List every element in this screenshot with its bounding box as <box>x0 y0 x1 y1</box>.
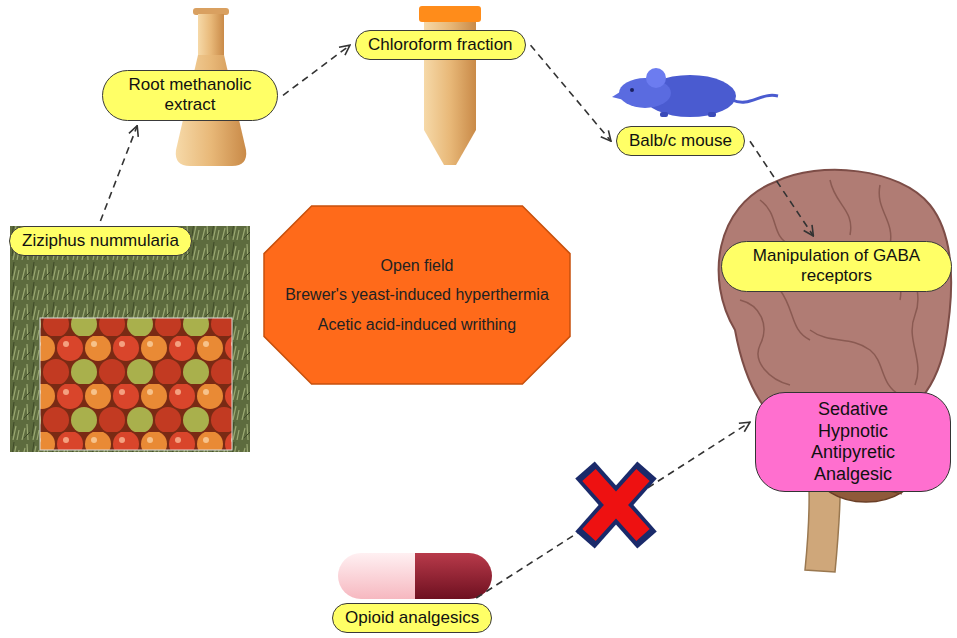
label-pill: Root methanolic extract <box>102 70 278 121</box>
label-pill: Balb/c mouse <box>616 126 745 156</box>
node-text: Opioid analgesics <box>345 608 479 628</box>
label-pill: Manipulation of GABA receptors <box>721 241 952 292</box>
node-text: Manipulation of GABA receptors <box>734 246 939 287</box>
red-cross <box>585 470 647 540</box>
flow-arrow <box>531 45 611 141</box>
octagon-outline <box>264 206 570 384</box>
grass-photo <box>10 226 250 452</box>
node-text: Open field <box>381 256 454 275</box>
node-text: Antipyretic <box>768 442 938 464</box>
flow-arrow <box>283 45 350 95</box>
node-text: Analgesic <box>768 464 938 486</box>
node-text: Sedative <box>768 399 938 421</box>
brain-illustration <box>719 170 952 572</box>
node-text: Balb/c mouse <box>629 131 732 151</box>
node-text: Acetic acid-induced writhing <box>318 315 516 334</box>
label-pill: Ziziphus nummularia <box>9 226 192 256</box>
node-text: Hypnotic <box>768 421 938 443</box>
node-text: Brewer's yeast-induced hyperthermia <box>285 285 549 304</box>
node-text: Root methanolic extract <box>115 75 265 116</box>
assay-octagon: Open fieldBrewer's yeast-induced hyperth… <box>263 205 571 385</box>
flow-arrow <box>100 126 137 221</box>
label-pill: Opioid analgesics <box>332 603 492 633</box>
fruit-photo <box>40 318 232 450</box>
label-pill: Chloroform fraction <box>355 30 526 60</box>
mouse-icon <box>612 68 778 117</box>
flow-arrow <box>750 141 813 236</box>
capsule-icon <box>338 553 492 599</box>
flow-arrow <box>476 422 750 598</box>
node-text: Ziziphus nummularia <box>22 231 179 251</box>
effects-box: SedativeHypnoticAntipyreticAnalgesic <box>755 392 951 492</box>
node-text: Chloroform fraction <box>368 35 513 55</box>
